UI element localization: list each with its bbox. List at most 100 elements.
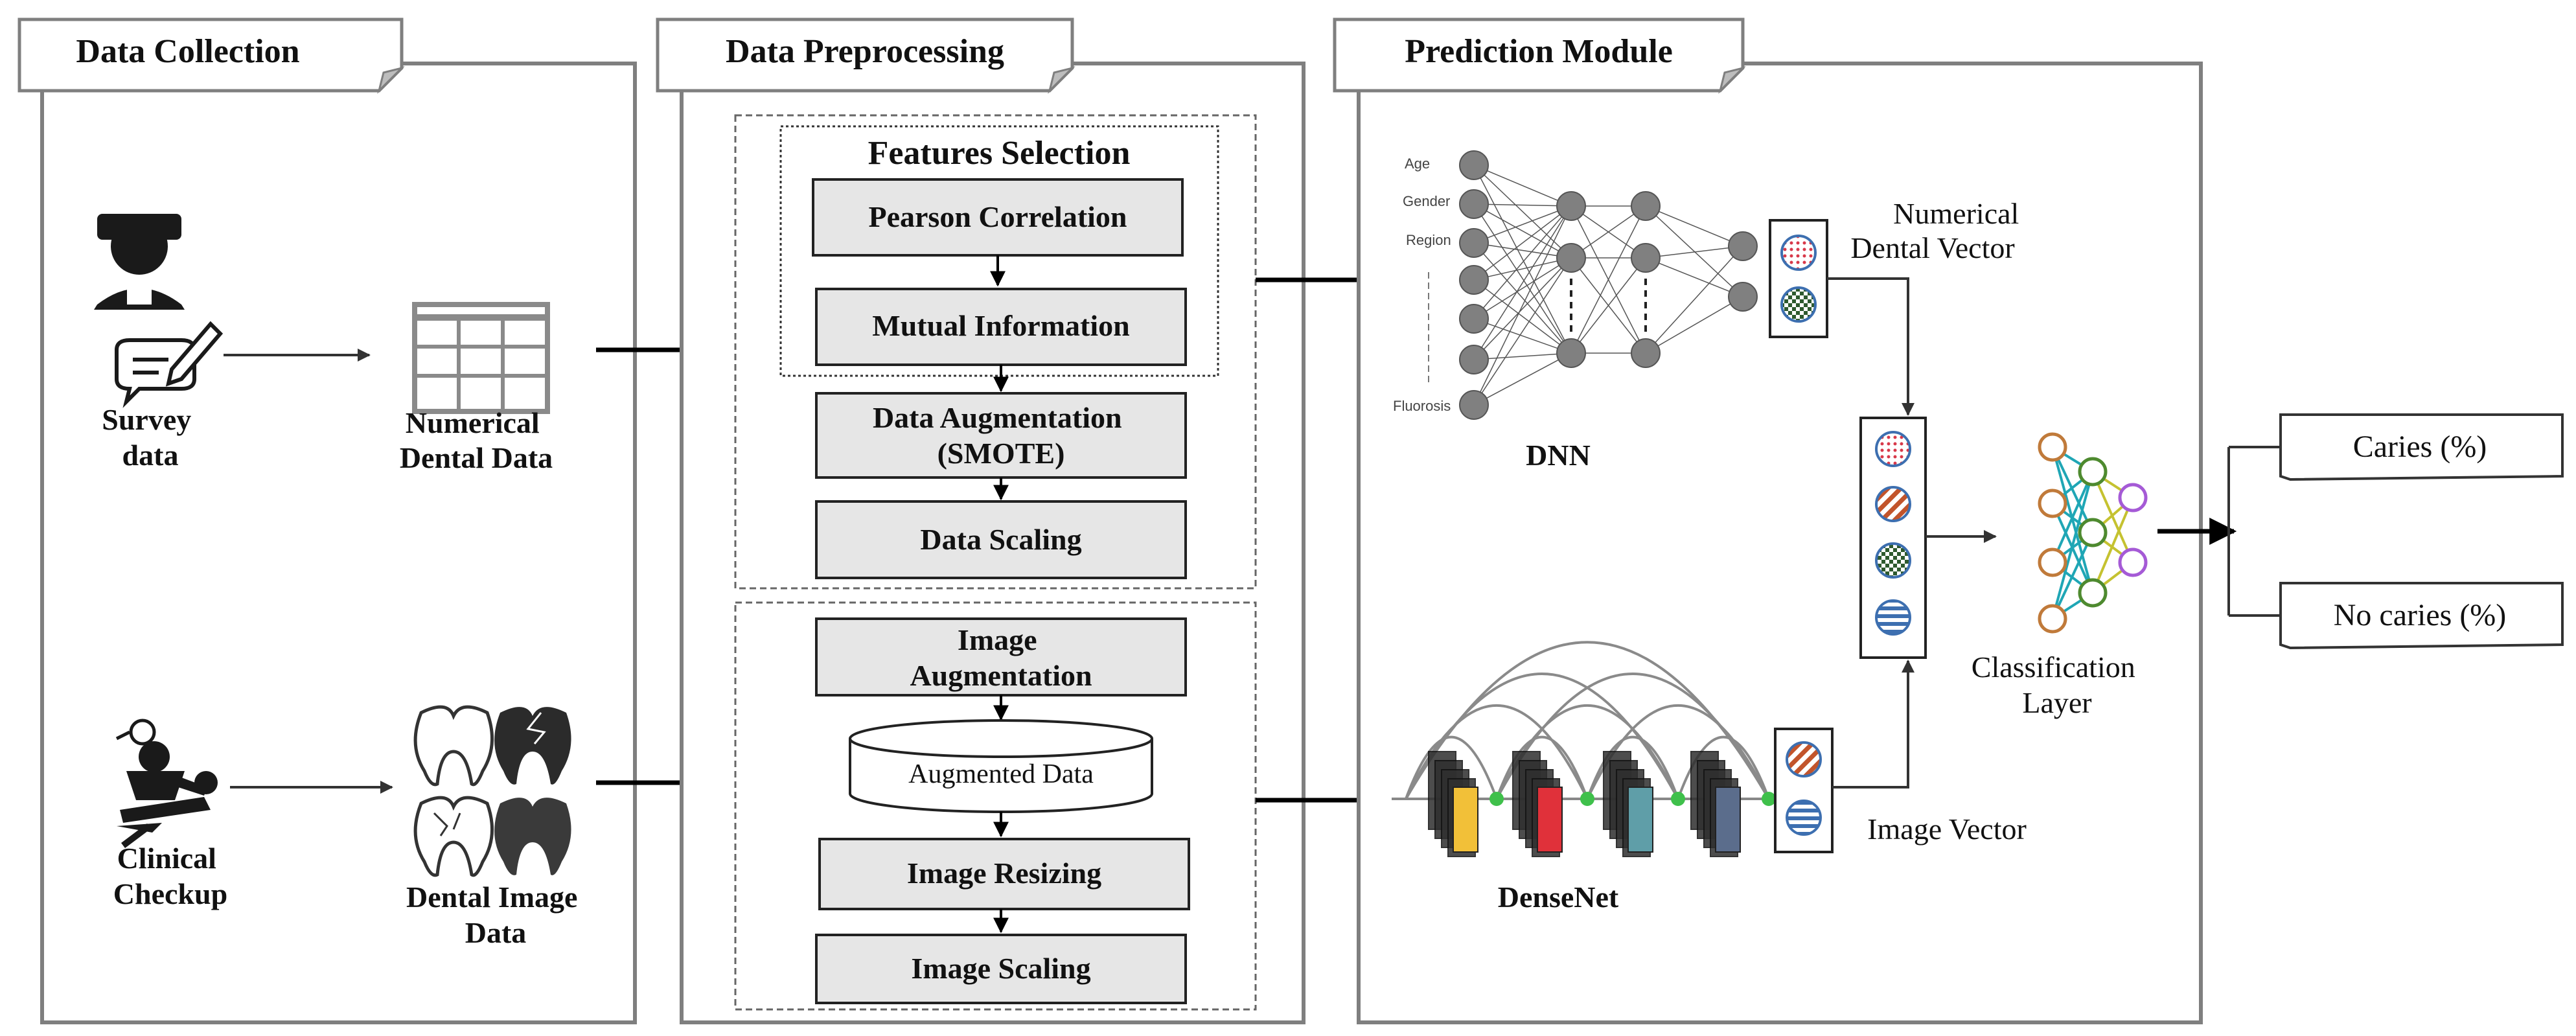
dnn-input-gender: Gender — [1403, 193, 1450, 209]
image-vector — [1774, 728, 1834, 853]
dnn-input-region: Region — [1406, 232, 1451, 248]
image-augmentation-box: Image Augmentation — [815, 617, 1187, 696]
classifier-node — [2038, 489, 2067, 518]
numerical-dental-vector-label: Numerical Dental Vector — [1850, 197, 2026, 264]
densenet-skip-connection — [1677, 735, 1770, 800]
dnn-connection — [1473, 165, 1572, 354]
panel-data-collection: Data Collection Survey data — [17, 17, 637, 1024]
densenet-skip-connection — [1586, 735, 1679, 800]
dnn-connection — [1473, 205, 1572, 244]
dnn-connection — [1645, 246, 1743, 354]
dnn-connection — [1473, 203, 1572, 207]
densenet-architecture — [1392, 641, 1778, 857]
dnn-node — [1556, 338, 1586, 368]
table-icon — [412, 302, 550, 414]
densenet-skip-connection — [1495, 735, 1589, 800]
classifier-node — [2038, 547, 2067, 577]
teeth-icon-damaged — [494, 798, 571, 875]
dnn-connection — [1473, 203, 1572, 354]
augmented-data-cylinder: Augmented Data — [849, 719, 1153, 813]
dnn-node — [1631, 243, 1661, 273]
clinical-checkup-icon — [115, 719, 218, 848]
svg-text:Augmented Data: Augmented Data — [908, 759, 1094, 789]
dnn-connection — [1473, 205, 1572, 360]
svg-text:Caries (%): Caries (%) — [2353, 430, 2487, 464]
dnn-connection — [1473, 257, 1572, 360]
dnn-connection — [1473, 257, 1572, 319]
classifier-node — [2078, 457, 2108, 487]
data-augmentation-box: Data Augmentation (SMOTE) — [815, 392, 1187, 479]
image-branch-frame — [734, 601, 1257, 1011]
dnn-connection — [1473, 242, 1572, 354]
data-scaling-box: Data Scaling — [815, 500, 1187, 579]
numerical-branch-frame — [734, 114, 1257, 590]
numerical-dental-data-label: Numerical Dental Data — [400, 406, 553, 474]
teeth-icon-caries-2 — [413, 796, 494, 877]
densenet-skip-connection — [1405, 735, 1498, 800]
dnn-connection — [1570, 205, 1646, 259]
dnn-connection — [1473, 205, 1572, 319]
features-selection-frame — [779, 125, 1219, 377]
dnn-node — [1556, 243, 1586, 273]
dnn-connection — [1473, 318, 1572, 354]
svg-text:Data Augmentation (SMO: Data Augmentation (SMOTE) — [873, 401, 1129, 470]
classifier-node — [2038, 432, 2067, 462]
densenet-concat-node — [1489, 792, 1504, 806]
dnn-connection — [1645, 257, 1743, 297]
dnn-connection — [1645, 205, 1743, 297]
features-selection-title: Features Selection — [868, 135, 1131, 172]
classifier-connection — [2091, 497, 2134, 593]
dnn-connection — [1473, 257, 1572, 281]
svg-text:Data Scaling: Data Scaling — [920, 523, 1081, 556]
doctor-survey-icon — [94, 214, 224, 408]
teeth-icon-caries-1 — [494, 707, 571, 785]
panel-tab-data-collection: Data Collection — [17, 17, 405, 94]
dnn-node — [1459, 304, 1489, 334]
dnn-connection — [1473, 205, 1572, 281]
dnn-connection — [1473, 165, 1572, 207]
classifier-connection — [2051, 471, 2094, 619]
classification-layer-network — [2038, 432, 2148, 634]
dnn-node — [1459, 150, 1489, 180]
mutual-information-box: Mutual Information — [815, 288, 1187, 366]
classifier-node — [2078, 518, 2108, 547]
teeth-icon-healthy-1 — [413, 705, 494, 787]
dnn-network — [1459, 150, 1758, 420]
dnn-node — [1631, 191, 1661, 221]
dnn-connection — [1645, 296, 1743, 354]
densenet-block-1 — [1453, 787, 1478, 853]
classifier-node — [2038, 604, 2067, 634]
panel-title-prediction-module: Prediction Module — [1405, 33, 1673, 70]
dnn-connection — [1570, 205, 1646, 354]
image-vector-to-concat-arrow — [1832, 660, 1915, 789]
image-scaling-box: Image Scaling — [815, 934, 1187, 1004]
dnn-connection — [1473, 242, 1572, 259]
dnn-label: DNN — [1526, 439, 1591, 472]
dnn-node — [1631, 338, 1661, 368]
svg-text:No caries (%): No caries (%) — [2334, 598, 2507, 632]
svg-text:Mutual Information: Mutual Information — [872, 309, 1129, 342]
panel-data-preprocessing: Data Preprocessing Features Selection Pe… — [656, 17, 1305, 1024]
densenet-concat-node — [1762, 792, 1776, 806]
panel-tab-data-preprocessing: Data Preprocessing — [656, 17, 1075, 94]
dnn-node — [1556, 191, 1586, 221]
dnn-connection — [1473, 257, 1572, 406]
survey-data-label: Survey data — [102, 403, 199, 472]
clinical-checkup-label: Clinical Checkup — [113, 842, 227, 910]
dnn-node — [1728, 282, 1758, 312]
dnn-connection — [1473, 352, 1572, 360]
dnn-node — [1459, 228, 1489, 258]
dnn-connection — [1473, 165, 1572, 259]
dnn-node — [1459, 189, 1489, 219]
dnn-connection — [1473, 205, 1572, 406]
dnn-input-age: Age — [1405, 155, 1430, 172]
svg-text:Pearson Correlation: Pearson Correlation — [868, 200, 1127, 233]
pearson-correlation-box: Pearson Correlation — [812, 178, 1184, 257]
densenet-block-4 — [1715, 787, 1741, 853]
classifier-connection — [2091, 471, 2134, 563]
no-caries-output-box: No caries (%) — [2279, 582, 2564, 650]
dnn-connection — [1473, 352, 1572, 406]
densenet-concat-node — [1580, 792, 1594, 806]
densenet-block-2 — [1537, 787, 1563, 853]
classifier-node — [2118, 547, 2148, 577]
